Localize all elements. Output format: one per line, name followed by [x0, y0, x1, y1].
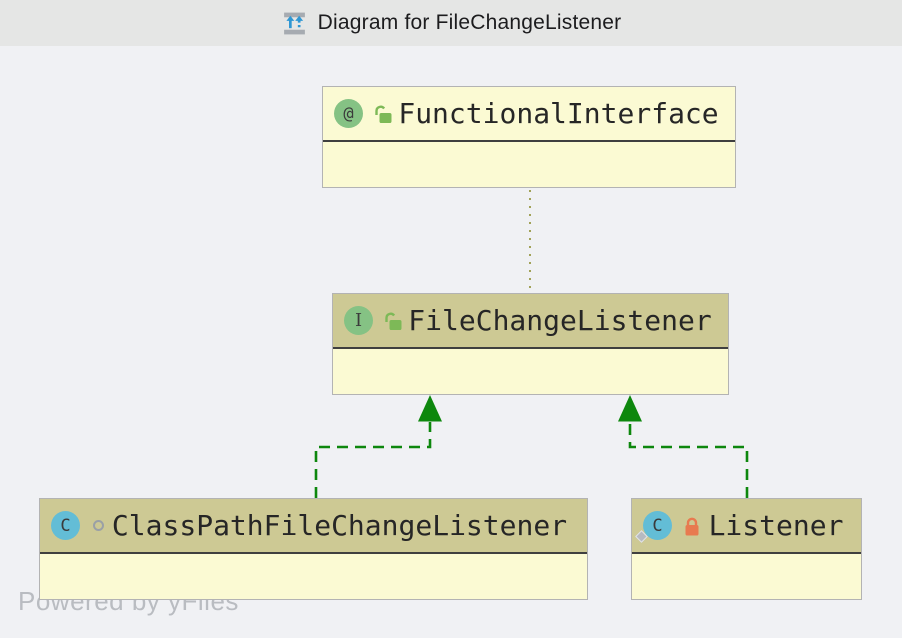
- node-listener[interactable]: C Listener: [631, 498, 862, 600]
- node-class-path-file-change-listener[interactable]: C ClassPathFileChangeListener: [39, 498, 588, 600]
- class-c-icon: C: [643, 511, 672, 540]
- class-badge: C: [635, 511, 672, 543]
- node-body: [632, 554, 861, 599]
- interface-i-icon: I: [344, 306, 373, 335]
- node-header: @ FunctionalInterface: [323, 87, 735, 142]
- node-label: Listener: [708, 509, 844, 542]
- diagram-collapse-expand-icon: [283, 12, 305, 34]
- node-file-change-listener[interactable]: I FileChangeListener: [332, 293, 729, 395]
- node-header: I FileChangeListener: [333, 294, 728, 349]
- diagram-canvas[interactable]: Powered by yFiles @: [0, 46, 902, 638]
- node-header: C Listener: [632, 499, 861, 554]
- page-title: Diagram for FileChangeListener: [317, 11, 622, 34]
- edge-implements-left: [314, 422, 432, 498]
- annotation-at-icon: @: [334, 99, 363, 128]
- node-functional-interface[interactable]: @ FunctionalInterface: [322, 86, 736, 188]
- class-badge: C: [51, 511, 80, 540]
- unlocked-icon: [382, 310, 404, 332]
- interface-badge: I: [344, 306, 373, 335]
- locked-icon: [681, 515, 703, 537]
- node-label: FileChangeListener: [408, 304, 712, 337]
- node-body: [40, 554, 587, 599]
- edge-implements-right-arrowhead: [618, 395, 642, 422]
- node-label: FunctionalInterface: [398, 97, 719, 130]
- class-c-icon: C: [51, 511, 80, 540]
- node-header: C ClassPathFileChangeListener: [40, 499, 587, 554]
- node-body: [323, 142, 735, 187]
- package-private-ring-icon: [93, 520, 104, 531]
- node-label: ClassPathFileChangeListener: [111, 509, 568, 542]
- node-body: [333, 349, 728, 394]
- annotation-badge: @: [334, 99, 363, 128]
- unlocked-icon: [372, 103, 394, 125]
- edge-implements-right: [628, 422, 749, 498]
- edge-implements-left-arrowhead: [418, 395, 442, 422]
- title-bar: Diagram for FileChangeListener: [0, 0, 902, 46]
